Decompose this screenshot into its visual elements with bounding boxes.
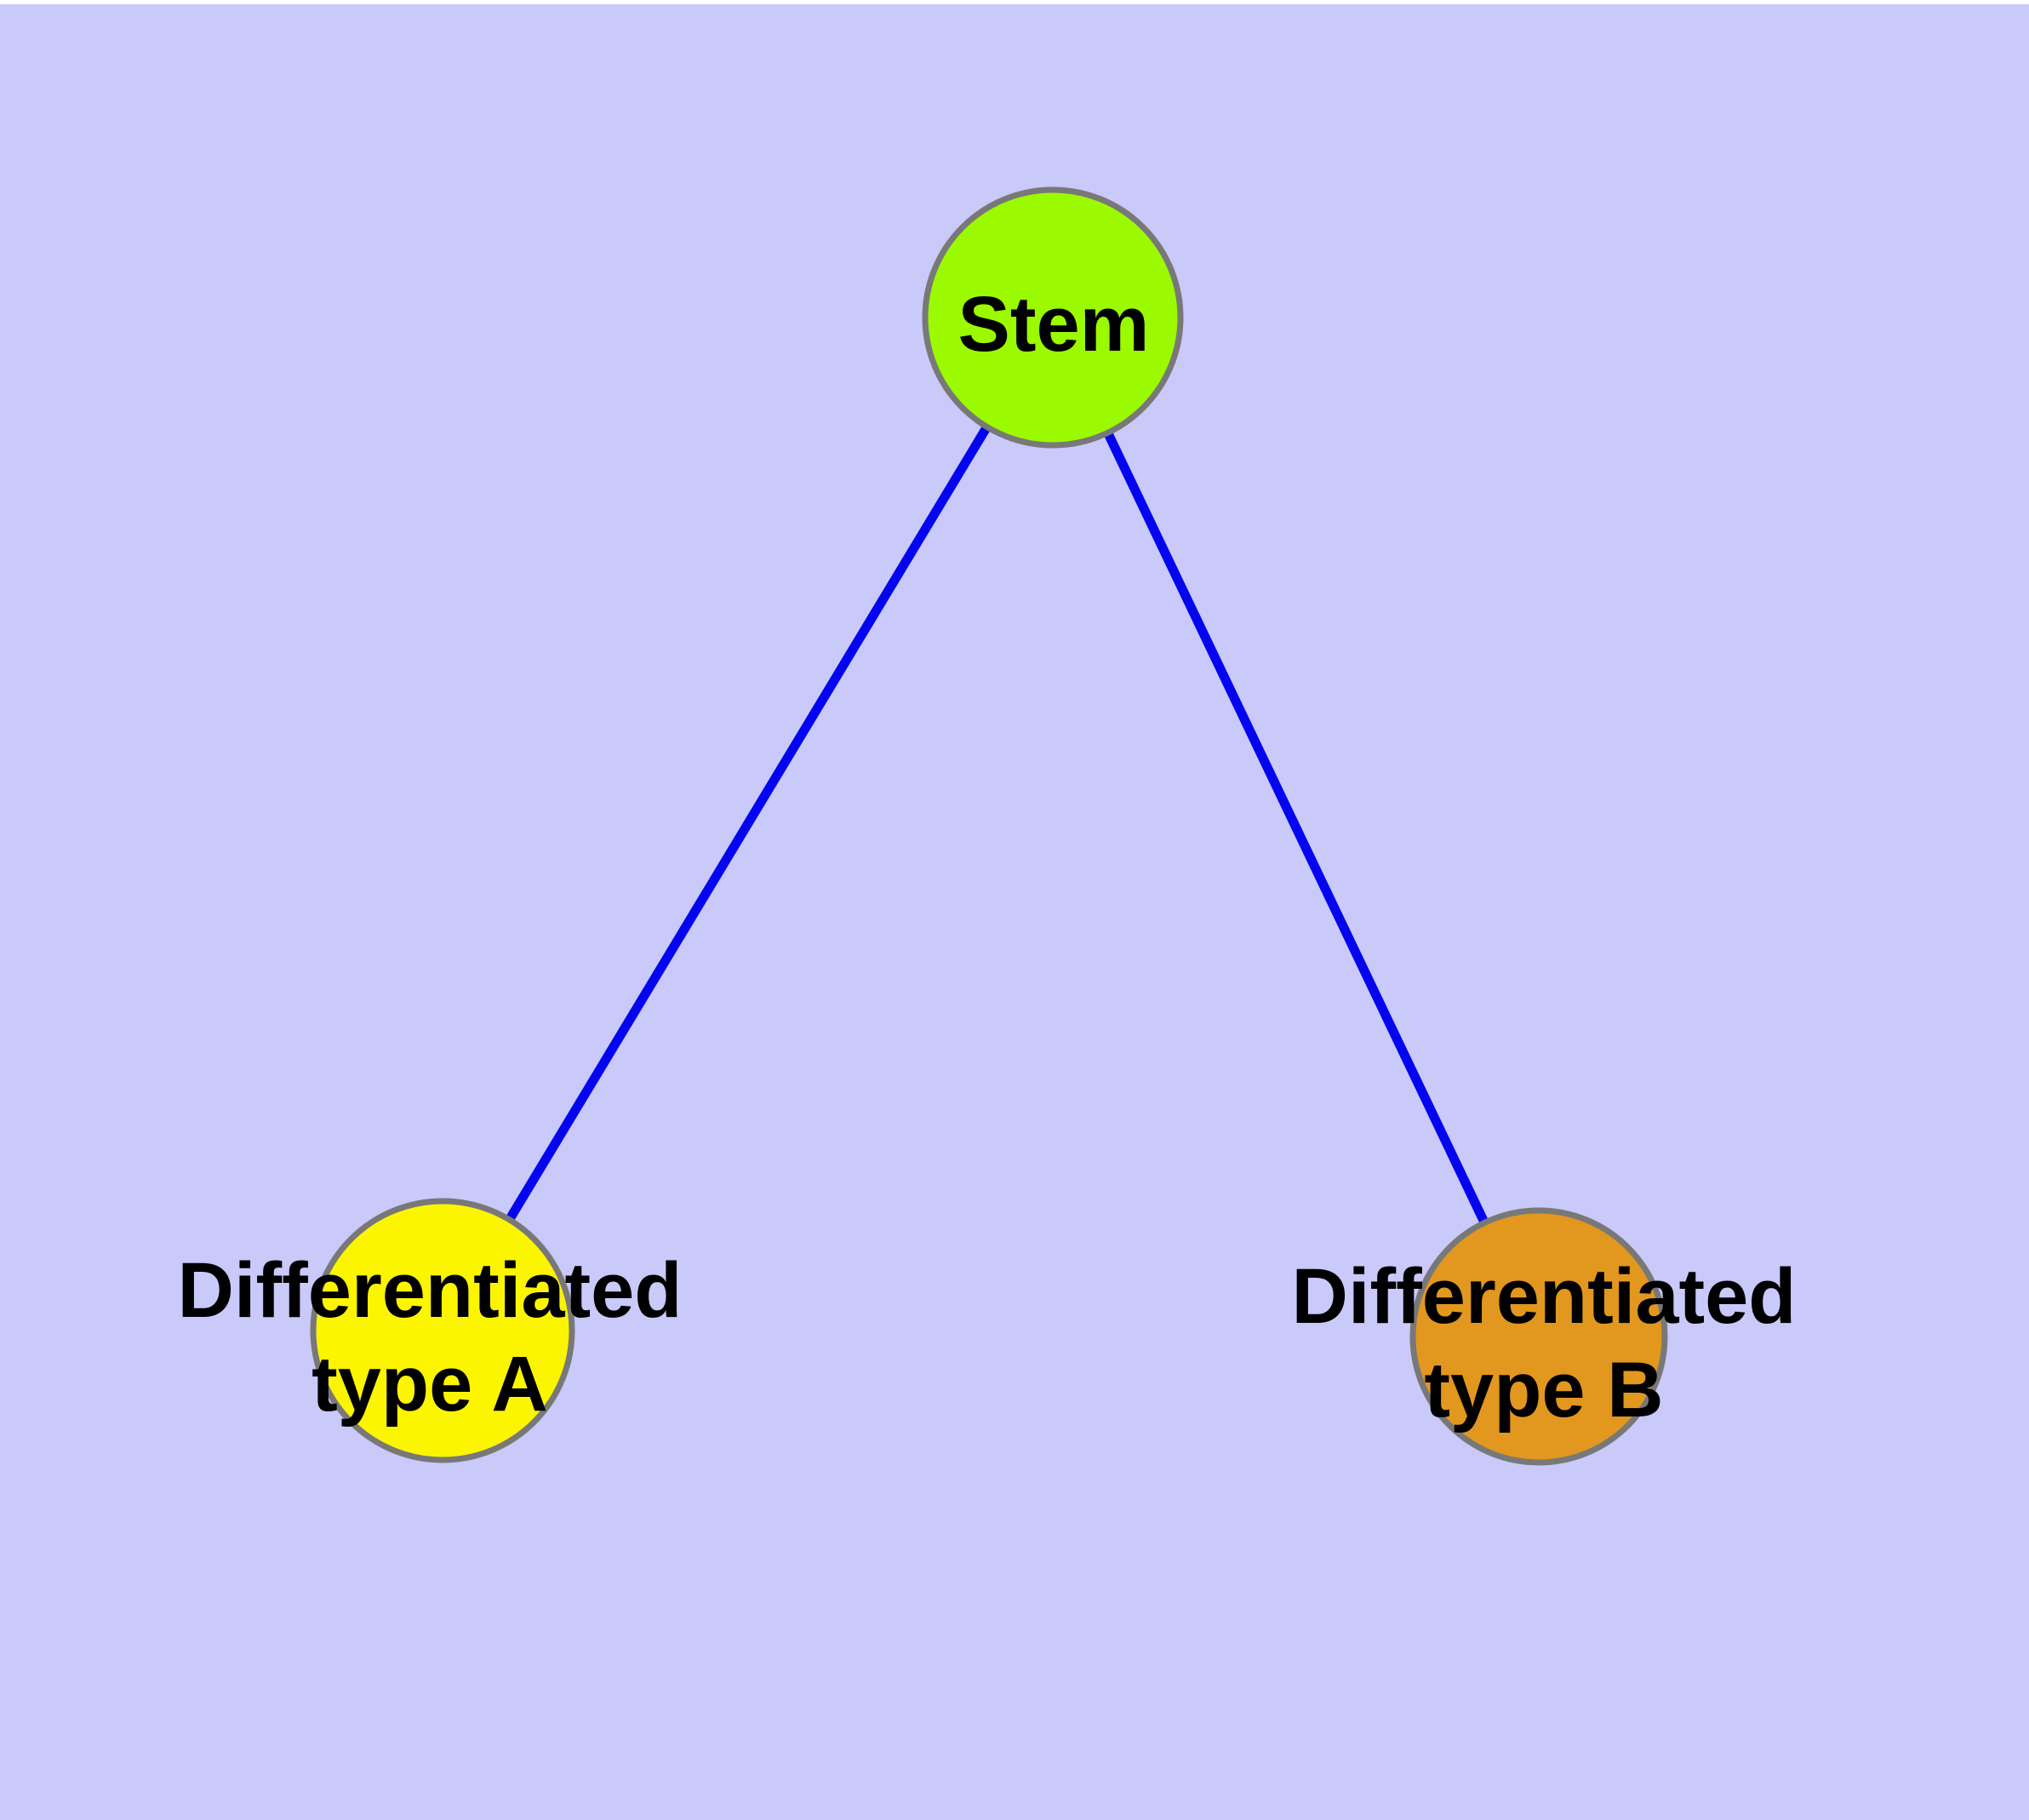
node-differentiated-type-a xyxy=(310,1198,575,1463)
node-differentiated-type-b xyxy=(1409,1207,1668,1466)
edge-stem-to-type-b xyxy=(1049,315,1543,1339)
node-type-b-label-line1: Differentiated xyxy=(1292,1253,1797,1340)
node-type-b-label-line2: type B xyxy=(1424,1347,1663,1434)
node-type-a-label-line2: type A xyxy=(311,1341,548,1428)
node-type-a-label-line1: Differentiated xyxy=(178,1247,683,1334)
node-stem xyxy=(922,186,1184,449)
edge-stem-to-type-a xyxy=(438,315,1057,1333)
node-stem-label: Stem xyxy=(958,281,1150,368)
